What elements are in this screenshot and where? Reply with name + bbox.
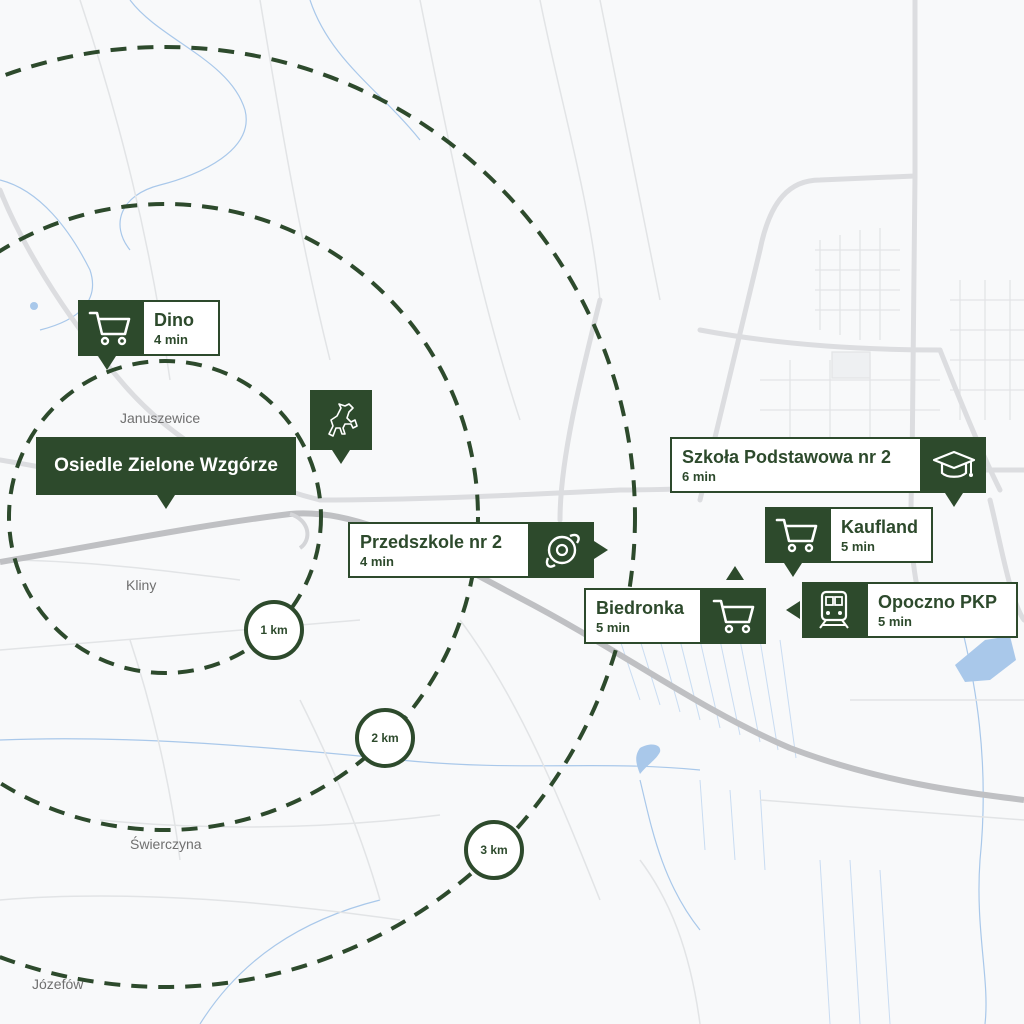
ring-badge-label: 2 km xyxy=(371,731,399,745)
poi-kaufland[interactable]: Kaufland 5 min xyxy=(765,507,933,563)
estate-name: Osiedle Zielone Wzgórze xyxy=(54,455,278,476)
ring-badge-3km: 3 km xyxy=(464,820,524,880)
poi-time: 5 min xyxy=(878,614,912,629)
poi-name: Biedronka xyxy=(596,598,685,618)
pond-small xyxy=(30,302,38,310)
poi-icon-box xyxy=(802,582,866,638)
ring-badge-1km: 1 km xyxy=(244,600,304,660)
poi-text: Biedronka 5 min xyxy=(584,588,702,644)
poi-text: Przedszkole nr 2 4 min xyxy=(348,522,530,578)
graduation-cap-icon xyxy=(932,450,976,478)
poi-icon-box xyxy=(702,588,766,644)
horse-marker[interactable] xyxy=(310,390,372,450)
place-label-jozefow: Józefów xyxy=(32,976,84,992)
ring-badge-label: 3 km xyxy=(480,843,508,857)
estate-pointer xyxy=(157,495,175,509)
shopping-cart-icon xyxy=(712,599,755,634)
town-streets xyxy=(760,228,1024,440)
poi-text: Dino 4 min xyxy=(142,300,220,356)
ring-3km xyxy=(0,45,637,989)
poi-biedronka[interactable]: Biedronka 5 min xyxy=(584,588,766,644)
place-label-swierczyna: Świerczyna xyxy=(130,836,202,852)
train-icon xyxy=(819,590,849,629)
poi-icon-box xyxy=(78,300,142,356)
distance-rings xyxy=(0,45,637,989)
lake xyxy=(955,636,1016,682)
poi-name: Szkoła Podstawowa nr 2 xyxy=(682,447,892,467)
poi-time: 5 min xyxy=(596,620,630,635)
railway-line xyxy=(0,510,1024,803)
estate-label[interactable]: Osiedle Zielone Wzgórze xyxy=(36,437,296,495)
junction-ramp xyxy=(289,512,310,550)
poi-icon-box xyxy=(922,437,986,493)
poi-pointer-przedszkole xyxy=(594,541,608,559)
ring-badge-label: 1 km xyxy=(260,623,288,637)
poi-icon-box xyxy=(530,522,594,578)
poi-pointer-szkola xyxy=(945,493,963,507)
shopping-cart-icon xyxy=(775,518,818,553)
poi-dino[interactable]: Dino 4 min xyxy=(78,300,220,356)
shopping-cart-icon xyxy=(88,311,131,346)
poi-opoczno-pkp[interactable]: Opoczno PKP 5 min xyxy=(802,582,1018,638)
poi-name: Kaufland xyxy=(841,517,919,537)
ring-1km xyxy=(7,359,323,675)
poi-icon-box xyxy=(765,507,829,563)
poi-pointer-opoczno-pkp xyxy=(786,601,800,619)
horse-icon xyxy=(328,403,358,437)
poi-time: 4 min xyxy=(360,554,394,569)
ring-2km xyxy=(0,202,480,832)
poi-text: Opoczno PKP 5 min xyxy=(866,582,1018,638)
poi-pointer-dino xyxy=(98,356,116,370)
place-label-januszewice: Januszewice xyxy=(120,410,201,426)
poi-time: 5 min xyxy=(841,539,875,554)
poi-text: Kaufland 5 min xyxy=(829,507,933,563)
poi-name: Dino xyxy=(154,310,194,330)
poi-pointer-biedronka xyxy=(726,566,744,580)
poi-szkola[interactable]: Szkoła Podstawowa nr 2 6 min xyxy=(670,437,986,493)
poi-name: Opoczno PKP xyxy=(878,592,998,612)
poi-name: Przedszkole nr 2 xyxy=(360,532,503,552)
poi-przedszkole[interactable]: Przedszkole nr 2 4 min xyxy=(348,522,594,578)
horse-pointer xyxy=(332,450,350,464)
poi-pointer-kaufland xyxy=(784,563,802,577)
pond xyxy=(636,744,661,774)
poi-text: Szkoła Podstawowa nr 2 6 min xyxy=(670,437,922,493)
place-label-kliny: Kliny xyxy=(126,577,157,593)
pacifier-icon xyxy=(545,533,580,568)
drainage-ditches xyxy=(619,639,891,1024)
ring-badge-2km: 2 km xyxy=(355,708,415,768)
poi-time: 4 min xyxy=(154,332,188,347)
poi-time: 6 min xyxy=(682,469,716,484)
